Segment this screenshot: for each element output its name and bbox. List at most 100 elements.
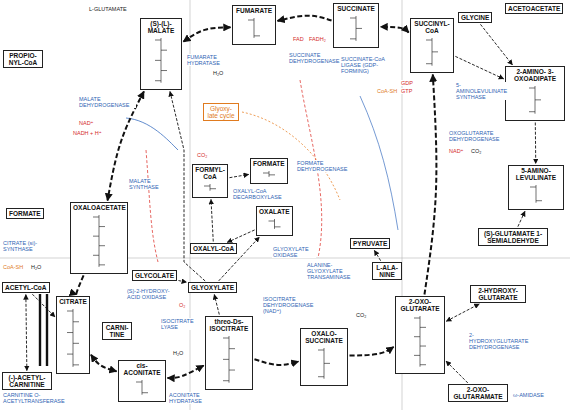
enzyme-name: SUCCINATE DEHYDROGENASE bbox=[288, 52, 346, 64]
cofactor: L-GLUTAMATE bbox=[88, 6, 128, 12]
metabolite-box: (S)-GLUTAMATE 1-SEMIALDEHYDE bbox=[478, 228, 548, 246]
bond bbox=[254, 36, 260, 37]
metabolite-name: 2-AMINO- 3-OXOADIPATE bbox=[508, 68, 562, 82]
reaction-arrow bbox=[518, 211, 525, 226]
metabolite-box: SUCCINATE bbox=[333, 3, 379, 48]
bond bbox=[223, 338, 229, 339]
metabolite-name: threo-Ds- ISOCITRATE bbox=[208, 318, 250, 332]
cofactor: H₂O bbox=[172, 350, 184, 356]
main-flow-line bbox=[46, 294, 48, 366]
bond bbox=[67, 332, 73, 333]
metabolite-name: FUMARATE bbox=[235, 7, 273, 14]
cycle-arrow bbox=[167, 365, 203, 378]
bond bbox=[142, 393, 148, 394]
cofactor: FADH₂ bbox=[308, 36, 327, 42]
bond bbox=[204, 186, 210, 187]
reaction-arrow bbox=[480, 24, 512, 65]
bond bbox=[529, 88, 535, 89]
enzyme-name: MALATE DEHYDROGENASE bbox=[78, 96, 136, 108]
side-pathway bbox=[242, 112, 340, 200]
side-pathway bbox=[126, 118, 178, 150]
structure-sketch bbox=[509, 183, 563, 205]
cofactor: CO₂ bbox=[196, 152, 208, 158]
cycle-box: Glyoxy- late cycle bbox=[203, 103, 239, 121]
bond bbox=[229, 370, 235, 371]
bond bbox=[536, 201, 542, 202]
metabolite-name: PYRUVATE bbox=[353, 240, 387, 247]
metabolite-name: GLYCINE bbox=[461, 14, 489, 21]
metabolite-name: FORMATE bbox=[9, 210, 41, 217]
enzyme-name: ISOCITRATE LYASE bbox=[160, 318, 202, 330]
cycle-arrow bbox=[183, 27, 230, 41]
cofactor: CoA-SH bbox=[2, 264, 24, 270]
enzyme-name: 5-AMINOLEVULINATE SYNTHASE bbox=[455, 82, 507, 100]
enzyme-name: ω-AMIDASE bbox=[512, 392, 545, 398]
carbon-chain bbox=[269, 171, 270, 177]
metabolite-box: SUCCINYL- CoA bbox=[410, 18, 454, 73]
enzyme-name: FORMATE DEHYDROGENASE bbox=[296, 160, 354, 172]
metabolite-name: GLYCOLATE bbox=[135, 272, 174, 279]
metabolite-box: GLYOXYLATE bbox=[188, 282, 237, 293]
enzyme-name: ALANINE-GLYOXYLATE TRANSAMINASE bbox=[306, 262, 354, 280]
reaction-arrow bbox=[229, 174, 248, 177]
structure-sketch bbox=[257, 217, 292, 231]
metabolite-box: OXALATE bbox=[256, 206, 293, 236]
structure-sketch bbox=[506, 84, 564, 116]
reaction-arrow bbox=[374, 250, 380, 260]
metabolite-box: FORMATE bbox=[250, 158, 288, 184]
bond bbox=[93, 236, 99, 237]
metabolite-name: Glyoxy- late cycle bbox=[206, 105, 236, 119]
enzyme-name: OXOGLUTARATE DEHYDROGENASE bbox=[448, 130, 504, 142]
bond bbox=[318, 377, 324, 378]
metabolite-box: (-)-ACETYL- CARNITINE bbox=[2, 372, 52, 390]
bond bbox=[229, 348, 235, 349]
carbon-chain bbox=[254, 18, 255, 38]
cycle-arrow bbox=[424, 74, 436, 294]
bond bbox=[67, 354, 73, 355]
metabolite-name: cis- ACONITATE bbox=[121, 362, 163, 376]
metabolite-name: PROPIO- NYL-CoA bbox=[6, 52, 40, 66]
metabolite-box: FUMARATE bbox=[232, 5, 276, 45]
enzyme-name: 2-HYDROXYGLUTARATE DEHYDROGENASE bbox=[468, 332, 528, 350]
bond bbox=[414, 318, 420, 319]
cofactor: H₂O bbox=[30, 264, 42, 270]
bond bbox=[263, 173, 269, 174]
carbon-chain bbox=[274, 219, 275, 229]
side-pathway bbox=[360, 96, 398, 230]
cycle-arrow bbox=[91, 355, 117, 372]
metabolite-name: OXALATE bbox=[259, 208, 290, 215]
metabolite-box: ACETYL-CoA bbox=[2, 282, 50, 293]
cofactor: NAD⁺ bbox=[448, 148, 465, 154]
main-flow-line bbox=[39, 294, 41, 366]
bond bbox=[535, 100, 541, 101]
bond bbox=[136, 382, 142, 383]
reaction-arrow bbox=[446, 361, 468, 383]
metabolite-name: ACETOACETATE bbox=[508, 5, 560, 12]
metabolite-box: (S)-(L)- MALATE bbox=[140, 18, 182, 90]
structure-sketch bbox=[119, 378, 165, 397]
structure-sketch bbox=[334, 14, 378, 43]
enzyme-name: MALATE SYNTHASE bbox=[128, 178, 166, 190]
bond bbox=[248, 20, 254, 21]
metabolite-name: GLYOXYLATE bbox=[191, 284, 234, 291]
carbon-chain bbox=[99, 215, 100, 267]
bond bbox=[318, 350, 324, 351]
enzyme-name: (S)-2-HYDROXY-ACID OXIDASE bbox=[126, 288, 174, 300]
metabolite-box: CITRATE bbox=[56, 296, 90, 374]
metabolite-box: ACETOACETATE bbox=[505, 3, 563, 14]
bond bbox=[529, 112, 535, 113]
metabolite-name: CARNI- TINE bbox=[105, 324, 129, 338]
bond bbox=[356, 28, 362, 29]
structure-sketch bbox=[141, 36, 181, 85]
structure-sketch bbox=[193, 182, 227, 193]
bond bbox=[93, 255, 99, 256]
cycle-arrow bbox=[380, 27, 408, 33]
metabolite-box: L-ALA- NINE bbox=[372, 262, 402, 280]
reaction-arrow bbox=[26, 295, 27, 371]
metabolite-box: 2-AMINO- 3-OXOADIPATE bbox=[505, 66, 565, 121]
metabolite-box: OXALO- SUCCINATE bbox=[300, 328, 348, 386]
bond bbox=[73, 321, 79, 322]
reaction-arrow bbox=[446, 304, 479, 321]
metabolite-box: 2-HYDROXY- GLUTARATE bbox=[470, 285, 526, 303]
structure-sketch bbox=[206, 334, 252, 385]
